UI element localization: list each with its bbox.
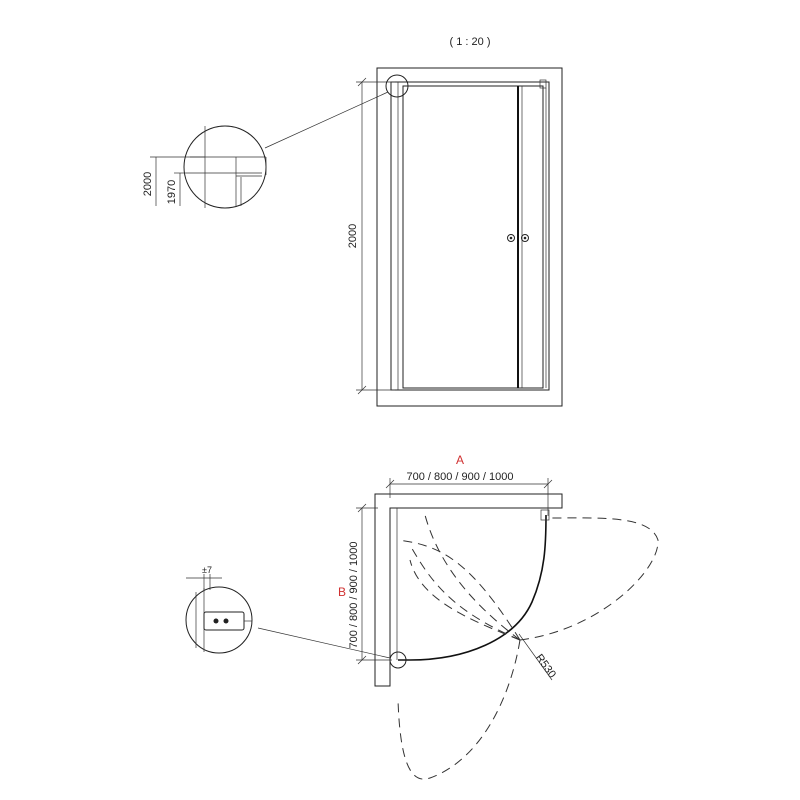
curved-door bbox=[398, 514, 547, 661]
depth-dim-label: 700 / 800 / 900 / 1000 bbox=[348, 541, 360, 648]
front-detail-circle bbox=[183, 125, 267, 209]
knob-left-center bbox=[509, 236, 513, 240]
plan-detail: ±7 bbox=[185, 565, 253, 654]
detail-outer-dim: 2000 bbox=[142, 172, 154, 196]
hinge-top bbox=[539, 79, 547, 89]
height-dim-label: 2000 bbox=[347, 224, 359, 248]
detail-callout-plan bbox=[389, 651, 407, 669]
leader-line-front bbox=[264, 91, 389, 149]
knob-right bbox=[521, 234, 529, 242]
door-panel bbox=[402, 85, 544, 389]
swing-arc-1 bbox=[424, 514, 521, 641]
swing-arc-5 bbox=[409, 544, 521, 641]
label-b: B bbox=[338, 585, 346, 599]
label-a: A bbox=[456, 453, 464, 467]
dim-tick-top-plan bbox=[357, 503, 367, 513]
front-outer-frame bbox=[376, 67, 563, 407]
detail-callout-front bbox=[385, 74, 409, 98]
tolerance-label: ±7 bbox=[202, 565, 212, 575]
plan-view: A 700 / 800 / 900 / 1000 B 700 / 800 / 9… bbox=[257, 453, 659, 780]
dim-tick-left bbox=[385, 479, 395, 489]
plan-detail-screw-1 bbox=[213, 618, 219, 624]
knob-left bbox=[507, 234, 515, 242]
plan-wall bbox=[374, 493, 563, 687]
front-detail: 2000 1970 bbox=[142, 125, 267, 209]
front-inner-frame bbox=[390, 81, 550, 391]
dim-tick-bottom-plan bbox=[357, 655, 367, 665]
scale-label: ( 1 : 20 ) bbox=[450, 36, 491, 48]
dim-tick-top bbox=[357, 77, 367, 87]
radius-label: R530 bbox=[533, 652, 558, 680]
knob-right-center bbox=[523, 236, 527, 240]
dim-tick-right bbox=[543, 479, 553, 489]
plan-hinge-right bbox=[540, 509, 550, 521]
swing-arc-3 bbox=[519, 517, 659, 641]
swing-arc-4 bbox=[397, 639, 521, 780]
dim-tick-bottom bbox=[357, 385, 367, 395]
leader-line-plan bbox=[257, 627, 391, 659]
front-view: 2000 bbox=[264, 67, 563, 407]
width-dim-label: 700 / 800 / 900 / 1000 bbox=[406, 471, 513, 483]
detail-inner-dim: 1970 bbox=[166, 180, 178, 204]
swing-arc-6 bbox=[409, 559, 521, 641]
plan-detail-screw-2 bbox=[223, 618, 229, 624]
swing-arc-2 bbox=[397, 539, 521, 641]
radius-leader bbox=[518, 633, 553, 681]
plan-detail-circle bbox=[185, 586, 253, 654]
